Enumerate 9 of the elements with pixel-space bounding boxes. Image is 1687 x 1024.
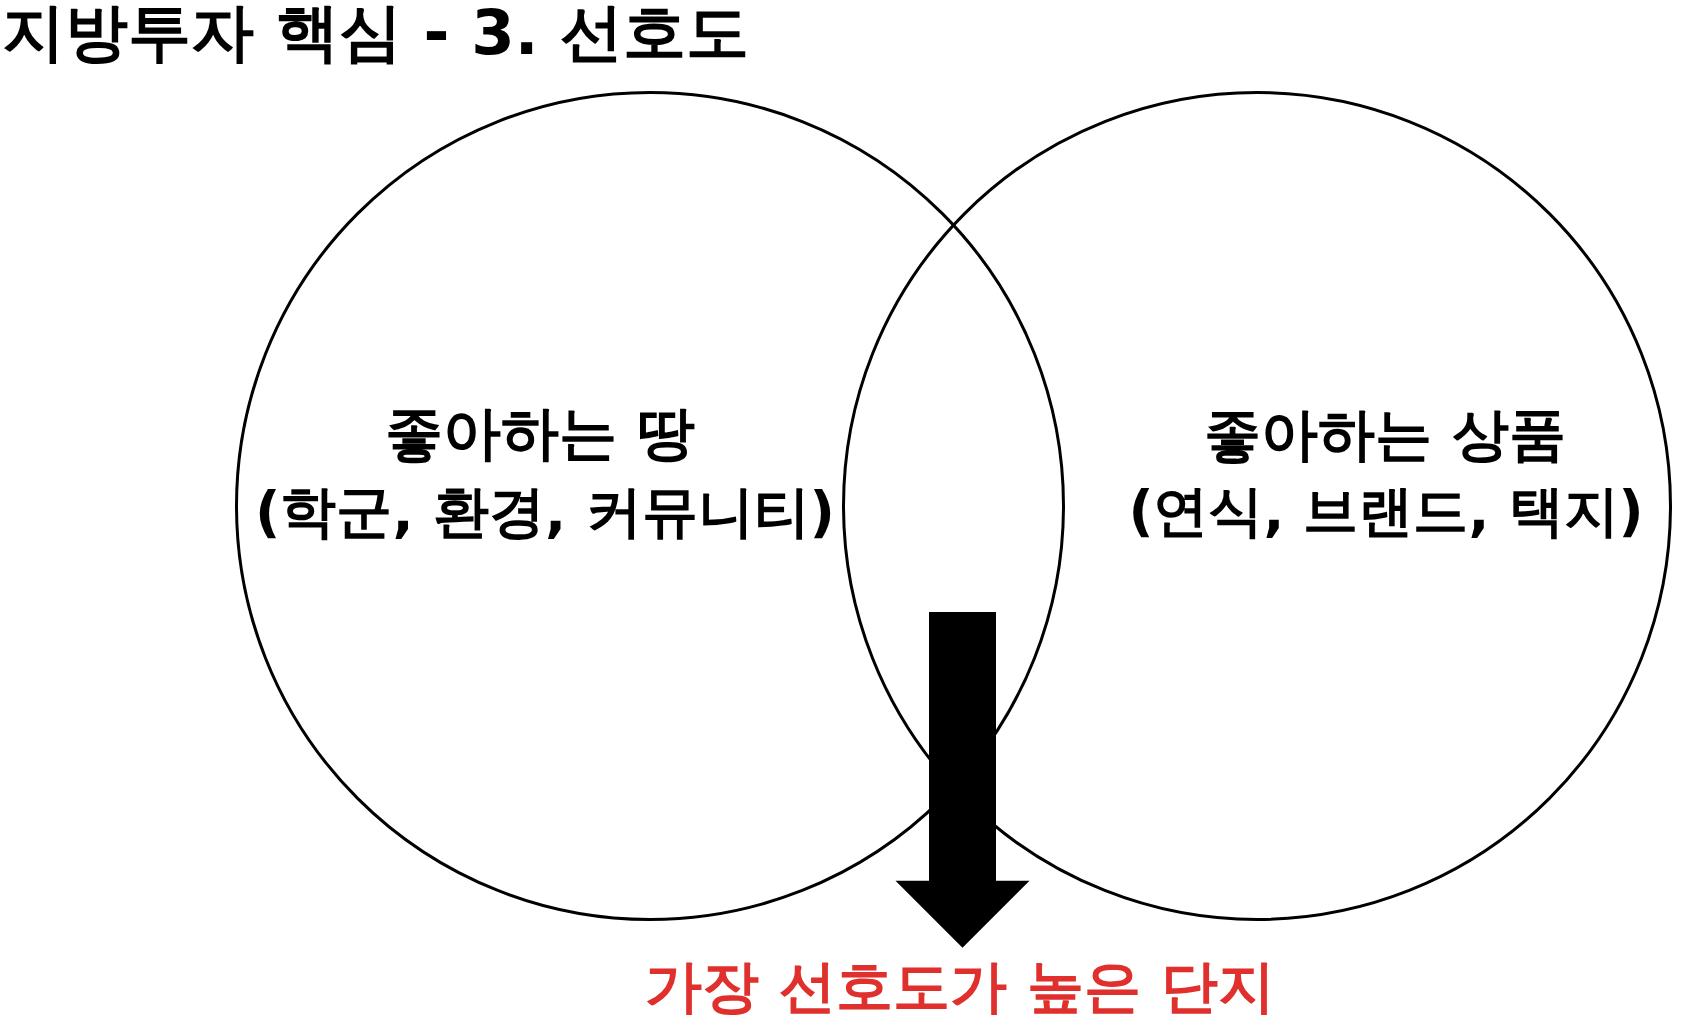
category-examples: (연식, 브랜드, 택지) (1128, 479, 1644, 545)
venn-circle (842, 91, 1672, 921)
category-label: 좋아하는 땅 (384, 399, 695, 469)
category-examples: (학군, 환경, 커뮤니티) (254, 478, 836, 546)
title: 지방투자 핵심 - 3. 선호도 (2, 0, 750, 66)
arrow (895, 612, 1030, 948)
venn-circle (235, 91, 1065, 921)
category-label: 좋아하는 상품 (1204, 399, 1566, 469)
result-text: 가장 선호도가 높은 단지 (645, 951, 1275, 1021)
